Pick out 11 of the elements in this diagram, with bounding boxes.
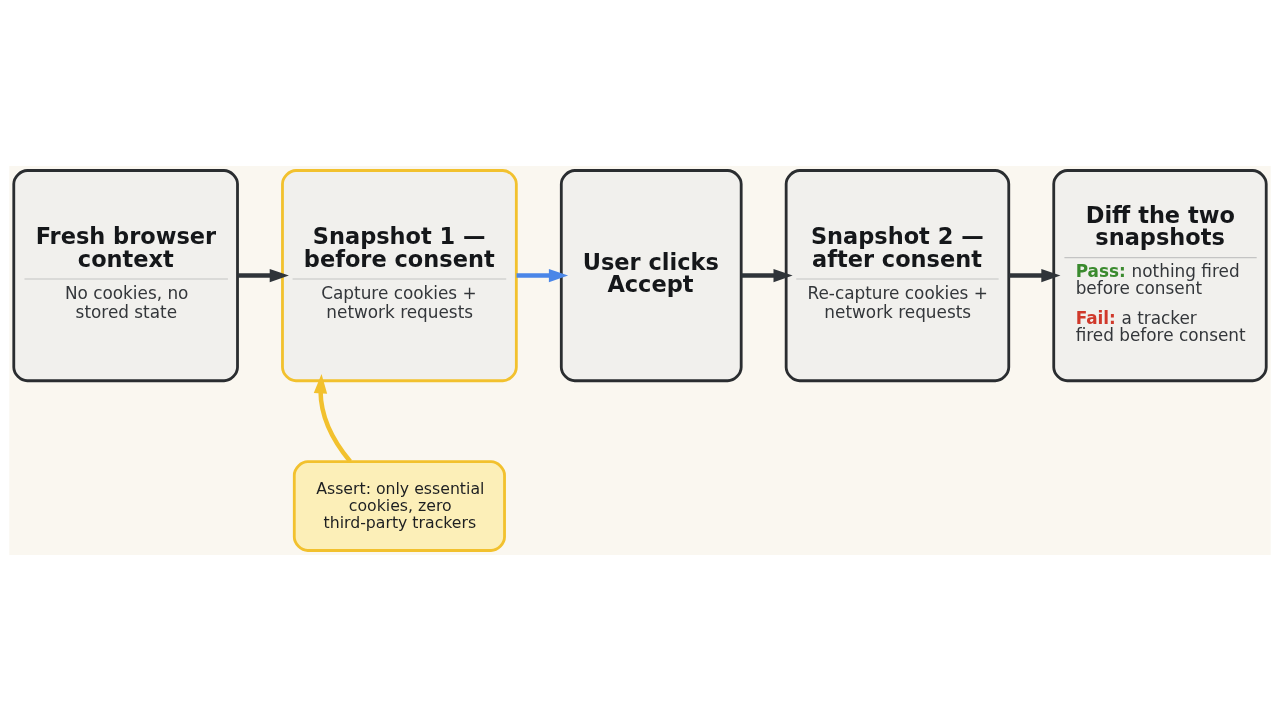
node-box: Snapshot 2 — after consent Re-capture cookies + network requests	[784, 168, 1011, 382]
arrow	[237, 268, 289, 282]
arrow	[516, 268, 569, 282]
node-box: Fresh browser context No cookies, no stored state	[12, 168, 239, 382]
node-box: Assert: only essential cookies, zero third-party trackers	[292, 459, 506, 552]
node-box: Snapshot 1 — before consent Capture cookies + network requests	[281, 168, 518, 382]
node-box: User clicks Accept	[559, 168, 743, 382]
node-box: Diff the two snapshots Pass: nothing fired before consent Fail: a tracker fired before consent	[1052, 168, 1268, 382]
arrow	[1008, 268, 1061, 282]
arrow	[741, 268, 793, 282]
arrow	[313, 373, 352, 463]
